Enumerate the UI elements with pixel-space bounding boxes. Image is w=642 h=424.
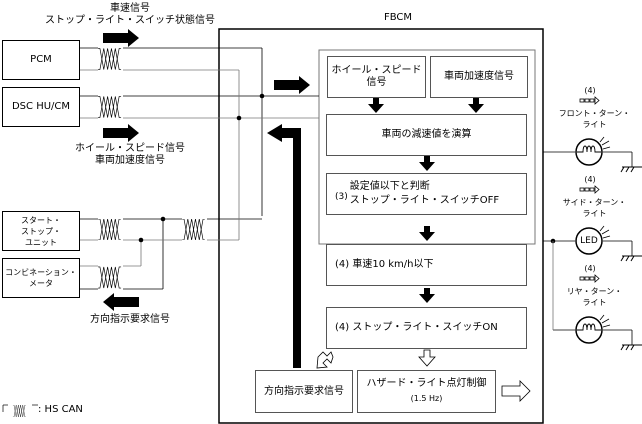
step3-box: (3) 設定値以下と判断 ストップ・ライト・スイッチOFF (326, 173, 527, 215)
arrow-right-icon (103, 124, 139, 142)
calc-deceleration-box: 車両の減速値を演算 (326, 114, 527, 156)
step4-speed-box: (4) 車速10 km/h以下 (326, 244, 527, 286)
lamp-name: ライト (582, 209, 607, 218)
lamp-name: ライト (582, 120, 607, 129)
arrow-down-icon (419, 156, 435, 171)
hollow-arrow-diagonal-icon (316, 351, 334, 369)
side-turn-lamp-led-icon (575, 227, 603, 255)
module-label: スタート・ (21, 215, 61, 225)
signal-label-bottom: 方向指示要求信号 (90, 314, 170, 325)
legend-twisted-pair-icon (2, 404, 38, 417)
signal-text: 車両加速度信号 (95, 155, 165, 166)
front-turn-lamp-label: フロント・ターン・ ライト (547, 108, 642, 130)
ground-icon (620, 166, 642, 351)
combination-meter-module: コンビネーション・ メータ (2, 258, 80, 298)
start-stop-unit-module: スタート・ ストップ・ ユニット (2, 211, 80, 251)
hollow-arrow-right-icon (501, 380, 531, 402)
legend-label: : HS CAN (38, 404, 83, 415)
box-text: 車両の減速値を演算 (381, 129, 472, 140)
module-label: ストップ・ (21, 226, 61, 236)
step4-switch-on-box: (4) ストップ・ライト・スイッチON (326, 307, 527, 349)
dsc-label: DSC HU/CM (11, 101, 71, 112)
signal-text: ホイール・スピード信号 (75, 143, 185, 154)
box-text: 設定値以下と判断 (349, 181, 430, 192)
turn-request-box: 方向指示要求信号 (255, 370, 353, 413)
hazard-control-box: ハザード・ライト点灯制御 (1.5 Hz) (357, 370, 496, 413)
module-label: ユニット (25, 237, 57, 247)
arrow-down-icon (368, 98, 384, 113)
signal-label-mid: ホイール・スピード信号 車両加速度信号 (40, 143, 220, 167)
junction-dots (138, 93, 556, 244)
box-text: 車両加速度信号 (444, 71, 514, 82)
twisted-pair-icon (182, 219, 206, 240)
box-text: ストップ・ライト・スイッチOFF (349, 195, 500, 206)
module-label: メータ (29, 279, 53, 288)
module-label: コンビネーション・ (5, 268, 77, 277)
arrow-right-icon (274, 76, 310, 94)
can-lines (79, 47, 319, 290)
front-turn-lamp-bulb-icon (575, 138, 603, 166)
dsc-module: DSC HU/CM (2, 87, 80, 127)
rear-turn-lamp-label: リヤ・ターン・ ライト (547, 286, 642, 308)
fbcm-title: FBCM (383, 12, 413, 23)
pcm-module: PCM (2, 40, 80, 80)
signal-text: ストップ・ライト・スイッチ状態信号 (45, 15, 215, 26)
turn-request-arrow-icon (267, 124, 301, 368)
twisted-pair-icon (98, 219, 122, 240)
arrow-down-icon (419, 288, 435, 303)
pcm-label: PCM (30, 54, 52, 65)
fbcm-border (218, 28, 544, 424)
front-lamp-step: (4) (584, 86, 596, 95)
box-text: (4) 車速10 km/h以下 (335, 259, 434, 270)
arrow-down-icon (468, 98, 484, 113)
arrow-left-icon (103, 293, 139, 311)
side-turn-lamp-label: サイド・ターン・ ライト (547, 197, 642, 219)
box-text: 信号 (366, 77, 387, 88)
arrow-down-icon (419, 226, 435, 241)
lamp-name: サイド・ターン・ (562, 198, 627, 207)
frequency-text: (1.5 Hz) (410, 394, 443, 403)
box-text: ハザード・ライト点灯制御 (366, 378, 487, 389)
twisted-pair-icon (98, 266, 122, 289)
rear-turn-lamp-bulb-icon (575, 316, 603, 344)
accel-signal-box: 車両加速度信号 (430, 56, 528, 98)
signal-text: 車速信号 (110, 3, 150, 14)
light-rays-icon (599, 136, 611, 328)
lamp-name: ライト (582, 298, 607, 307)
twisted-pair-icon (98, 96, 122, 118)
step-number: (3) (335, 192, 348, 202)
box-text: ホイール・スピード (331, 65, 422, 76)
hollow-arrow-down-icon (418, 349, 436, 367)
side-lamp-step: (4) (584, 175, 596, 184)
rear-lamp-step: (4) (584, 264, 596, 273)
blink-arrow-icon (579, 96, 600, 283)
lamp-name: リヤ・ターン・ (566, 287, 623, 296)
signal-label-top: 車速信号 ストップ・ライト・スイッチ状態信号 (30, 3, 230, 27)
wheel-speed-signal-box: ホイール・スピード 信号 (327, 56, 426, 98)
filament-icon (577, 323, 601, 331)
twisted-pair-icon (98, 48, 122, 70)
arrow-right-icon (103, 29, 139, 47)
box-text: (4) ストップ・ライト・スイッチON (335, 322, 498, 333)
box-text: 方向指示要求信号 (264, 385, 344, 397)
led-symbol-text: LED (580, 236, 598, 246)
lamp-name: フロント・ターン・ (558, 109, 631, 118)
filament-icon (577, 145, 601, 153)
